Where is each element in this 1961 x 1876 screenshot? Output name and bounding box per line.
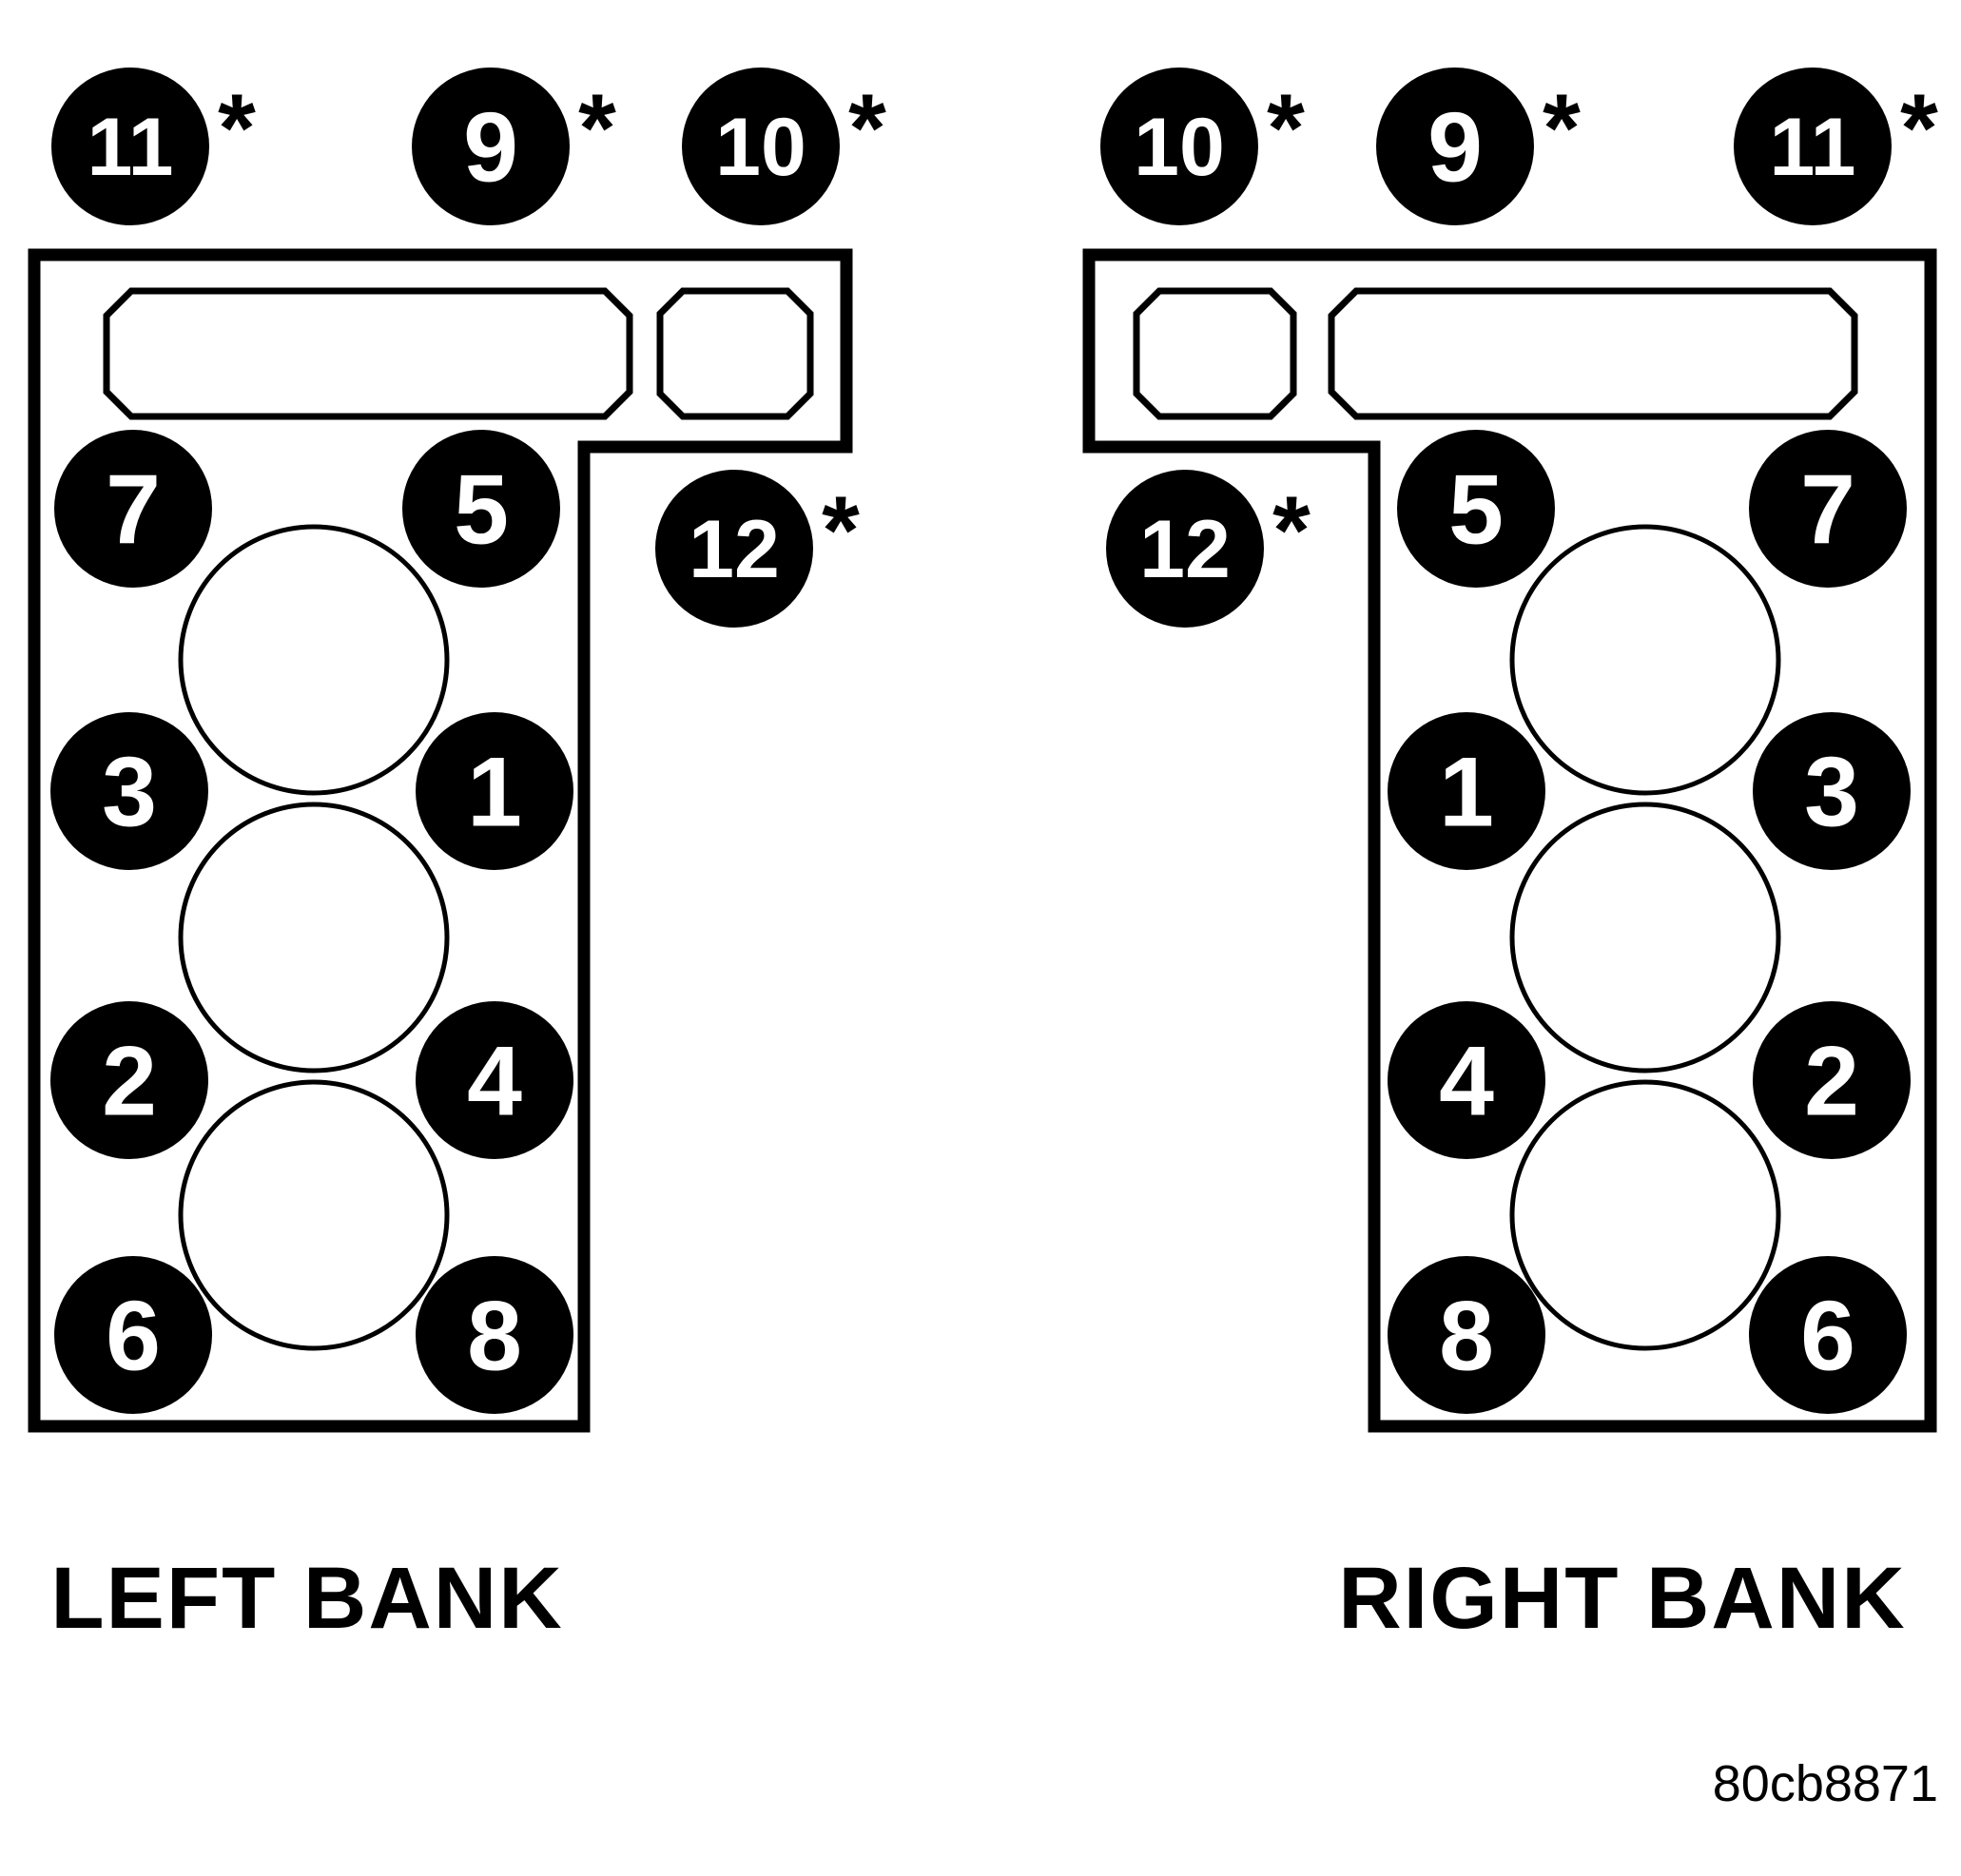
right-bank-bolt-11: 11 *: [1734, 68, 1938, 225]
left-bank-bolt-2-number: 2: [102, 1026, 157, 1136]
left-bank-cylinder-bore-3: [178, 1079, 450, 1351]
right-bank-bolt-11-number: 11: [1770, 102, 1856, 193]
right-bank-bolt-8-circle: [1388, 1256, 1545, 1414]
left-bank-bolt-3-number: 3: [102, 737, 157, 847]
right-bank-bolt-12-number: 12: [1139, 504, 1231, 595]
right-bank-bolt-7: 7: [1749, 430, 1907, 588]
right-bank-bolt-4-number: 4: [1439, 1026, 1494, 1136]
left-bank-bolt-11-asterisk: *: [218, 74, 256, 183]
left-bank-bolt-10-asterisk: *: [848, 74, 886, 183]
right-bank-bolt-10-asterisk: *: [1267, 74, 1305, 183]
right-bank-bolt-8-number: 8: [1439, 1281, 1494, 1391]
right-bank-bolt-12-circle: [1106, 470, 1264, 628]
left-bank-port-opening-large: [103, 287, 633, 420]
right-bank-bolt-3-number: 3: [1804, 737, 1859, 847]
left-bank-bolt-9-asterisk: *: [578, 74, 616, 183]
right-bank-bolt-8: 8: [1388, 1256, 1545, 1414]
right-bank-bolt-11-circle: [1734, 68, 1892, 225]
left-bank-bolt-4: 4: [416, 1001, 573, 1159]
right-bank-bolt-9-asterisk: *: [1543, 74, 1581, 183]
right-bank-bolt-12-asterisk: *: [1272, 476, 1311, 585]
right-bank-bolt-1-number: 1: [1439, 737, 1494, 847]
right-bank-bolt-12: 12 *: [1106, 470, 1311, 628]
right-bank-label: RIGHT BANK: [1338, 1550, 1907, 1647]
left-bank-bolt-10-circle: [682, 68, 840, 225]
left-bank-bolt-9-number: 9: [463, 92, 518, 203]
left-bank-bolt-12-number: 12: [689, 504, 780, 595]
left-bank-bolt-11: 11 *: [51, 68, 256, 225]
right-bank-bolt-1: 1: [1388, 712, 1545, 870]
left-bank-bolt-9: 9*: [412, 68, 616, 225]
left-bank-bolt-7-number: 7: [106, 454, 161, 565]
left-bank-bolt-11-circle: [51, 68, 209, 225]
left-bank-bolt-3-circle: [50, 712, 208, 870]
figure-code: 80cb8871: [1713, 1755, 1938, 1812]
left-bank-bolt-10-number: 10: [715, 102, 806, 193]
right-bank-bolt-10-circle: [1100, 68, 1258, 225]
right-bank-bolt-5-number: 5: [1448, 454, 1504, 565]
left-bank-bolt-7: 7: [54, 430, 212, 588]
right-bank-bolt-5: 5: [1397, 430, 1555, 588]
left-bank-bolt-9-circle: [412, 68, 570, 225]
left-bank-bolt-12-circle: [655, 470, 813, 628]
left-bank-bolt-4-number: 4: [467, 1026, 522, 1136]
left-bank-bolt-1-circle: [416, 712, 573, 870]
right-bank-bolt-2-circle: [1753, 1001, 1911, 1159]
left-bank-bolt-5-circle: [402, 430, 560, 588]
left-bank-bolt-6-number: 6: [106, 1281, 161, 1391]
left-bank-bolt-4-circle: [416, 1001, 573, 1159]
left-bank-bolt-8-circle: [416, 1256, 573, 1414]
left-bank-label: LEFT BANK: [50, 1550, 563, 1647]
left-bank-bolt-2-circle: [50, 1001, 208, 1159]
right-bank-bolt-2-number: 2: [1804, 1026, 1859, 1136]
right-bank-bolt-6: 6: [1749, 1256, 1907, 1414]
right-bank-bolt-4: 4: [1388, 1001, 1545, 1159]
right-bank-bolt-6-number: 6: [1800, 1281, 1855, 1391]
right-bank-bolt-11-asterisk: *: [1900, 74, 1938, 183]
right-bank-cylinder-bore-3: [1509, 1079, 1781, 1351]
right-bank-bolt-2: 2: [1753, 1001, 1911, 1159]
right-bank-bolt-6-circle: [1749, 1256, 1907, 1414]
right-bank-bolt-3: 3: [1753, 712, 1911, 870]
left-bank-bolt-11-number: 11: [87, 102, 174, 193]
right-bank-bolt-7-circle: [1749, 430, 1907, 588]
right-bank-bolt-9: 9*: [1376, 68, 1581, 225]
right-bank-port-opening-small: [1133, 287, 1297, 420]
left-bank-bolt-1: 1: [416, 712, 573, 870]
left-bank-bolt-8-number: 8: [467, 1281, 522, 1391]
left-bank-bolt-1-number: 1: [467, 737, 522, 847]
left-bank-bolt-7-circle: [54, 430, 212, 588]
right-bank-bolt-10: 10 *: [1100, 68, 1305, 225]
left-bank-bolt-5: 5: [402, 430, 560, 588]
left-bank-bolt-5-number: 5: [454, 454, 509, 565]
left-bank-bolt-8: 8: [416, 1256, 573, 1414]
left-bank-port-opening-small: [656, 287, 814, 420]
right-bank-port-opening-large: [1328, 287, 1858, 420]
left-bank-bolt-12: 12 *: [655, 470, 860, 628]
right-bank-bolt-5-circle: [1397, 430, 1555, 588]
right-bank-cylinder-bore-1: [1509, 524, 1781, 796]
right-bank-bolt-10-number: 10: [1134, 102, 1225, 193]
left-bank-cylinder-bore-2: [178, 802, 450, 1073]
left-bank-bolt-3: 3: [50, 712, 208, 870]
right-bank-bolt-3-circle: [1753, 712, 1911, 870]
right-bank-cylinder-bore-2: [1509, 802, 1781, 1073]
right-bank-bolt-9-number: 9: [1427, 92, 1483, 203]
right-bank-bolt-4-circle: [1388, 1001, 1545, 1159]
left-bank-bolt-6: 6: [54, 1256, 212, 1414]
left-bank-bolt-12-asterisk: *: [822, 476, 860, 585]
right-bank-bolt-9-circle: [1376, 68, 1534, 225]
right-bank-bolt-1-circle: [1388, 712, 1545, 870]
left-bank-bolt-2: 2: [50, 1001, 208, 1159]
right-bank-bolt-7-number: 7: [1800, 454, 1855, 565]
left-bank-bolt-10: 10 *: [682, 68, 886, 225]
left-bank-bolt-6-circle: [54, 1256, 212, 1414]
left-bank-cylinder-bore-1: [178, 524, 450, 796]
